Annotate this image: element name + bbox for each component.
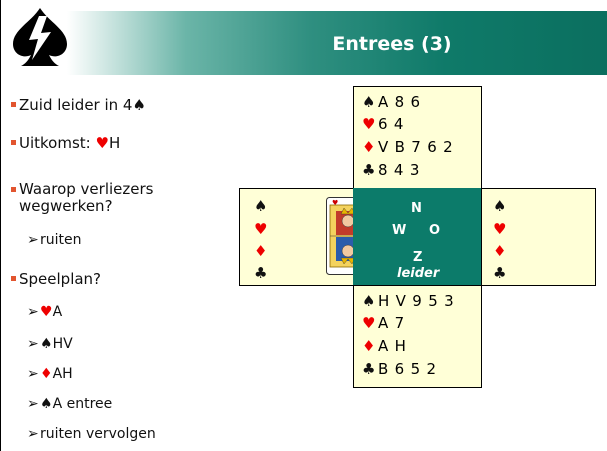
cards: 6 4: [378, 115, 405, 133]
bullet-marker-icon: [11, 187, 16, 192]
west-hand: ♠ ♥ ♦ ♣ ♥ ♥: [239, 188, 370, 286]
heart-icon: ♥: [493, 220, 508, 238]
west-clubs: ♣: [254, 264, 268, 282]
spade-icon: ♠: [493, 197, 508, 215]
bullet-marker-icon: [11, 140, 16, 145]
spade-icon: ♠: [40, 336, 53, 352]
club-icon: ♣: [362, 360, 377, 378]
heart-icon: ♥: [362, 314, 377, 332]
diamond-icon: ♦: [493, 242, 508, 260]
sub-text: AH: [52, 366, 73, 382]
spade-lightning-logo-icon: [13, 8, 67, 66]
diamond-icon: ♦: [40, 366, 53, 382]
bullet-marker-icon: [11, 276, 16, 281]
declarer-label: leider: [397, 266, 440, 281]
title-banner: Entrees (3): [67, 11, 607, 75]
club-icon: ♣: [493, 264, 508, 282]
cards: V B 7 6 2: [378, 138, 454, 156]
bullet-text: Zuid leider in 4: [19, 96, 133, 114]
arrow-bullet-icon: ➢: [27, 232, 39, 248]
bullet-discard: Waarop verliezers wegwerken?: [11, 180, 154, 215]
bullet-lead: Uitkomst: ♥H: [11, 134, 121, 152]
slide-title: Entrees (3): [332, 33, 452, 55]
heart-icon: ♥: [254, 220, 269, 238]
plan-step-1: ➢♥A: [27, 304, 62, 320]
sub-ruiten: ➢ruiten: [27, 232, 82, 248]
sub-text: ruiten: [40, 232, 82, 248]
west-spades: ♠: [254, 197, 268, 215]
spade-icon: ♠: [254, 197, 269, 215]
arrow-bullet-icon: ➢: [27, 304, 39, 320]
arrow-bullet-icon: ➢: [27, 426, 39, 442]
club-icon: ♣: [254, 264, 269, 282]
compass-table: N W O Z leider: [353, 188, 482, 286]
north-clubs: ♣8 4 3: [362, 161, 420, 179]
south-clubs: ♣B 6 5 2: [362, 360, 437, 378]
south-diamonds: ♦A H: [362, 337, 407, 355]
sub-text: HV: [52, 336, 73, 352]
cards: H V 9 5 3: [378, 292, 455, 310]
spade-icon: ♠: [362, 292, 377, 310]
bullet-text-suffix: H: [108, 134, 121, 152]
plan-step-4: ➢♠A entree: [27, 396, 112, 412]
east-clubs: ♣: [493, 264, 507, 282]
east-hand: ♠ ♥ ♦ ♣: [481, 188, 596, 286]
plan-step-2: ➢♠HV: [27, 336, 73, 352]
cards: A H: [378, 337, 407, 355]
south-spades: ♠H V 9 5 3: [362, 292, 454, 310]
diamond-icon: ♦: [362, 337, 377, 355]
bullet-contract: Zuid leider in 4♠: [11, 96, 146, 114]
east-spades: ♠: [493, 197, 507, 215]
spade-icon: ♠: [40, 396, 53, 412]
east-hearts: ♥: [493, 220, 507, 238]
south-hand: ♠H V 9 5 3 ♥A 7 ♦A H ♣B 6 5 2: [353, 285, 482, 388]
bullet-text: Uitkomst:: [19, 134, 96, 152]
bullet-marker-icon: [11, 102, 16, 107]
north-hearts: ♥6 4: [362, 115, 404, 133]
west-diamonds: ♦: [254, 242, 268, 260]
east-diamonds: ♦: [493, 242, 507, 260]
plan-step-3: ➢♦AH: [27, 366, 73, 382]
cards: A 7: [378, 314, 405, 332]
club-icon: ♣: [362, 161, 377, 179]
compass-south: Z: [413, 250, 423, 265]
north-diamonds: ♦V B 7 6 2: [362, 138, 453, 156]
arrow-bullet-icon: ➢: [27, 336, 39, 352]
sub-text: ruiten vervolgen: [40, 426, 156, 442]
north-spades: ♠A 8 6: [362, 93, 421, 111]
spade-icon: ♠: [362, 93, 377, 111]
plan-step-5: ➢ruiten vervolgen: [27, 426, 156, 442]
spade-icon: ♠: [132, 96, 146, 114]
sub-text: A: [52, 304, 63, 320]
cards: B 6 5 2: [378, 360, 437, 378]
diamond-icon: ♦: [362, 138, 377, 156]
compass-west: W: [392, 223, 407, 238]
bullet-plan: Speelplan?: [11, 270, 102, 288]
north-hand: ♠A 8 6 ♥6 4 ♦V B 7 6 2 ♣8 4 3: [353, 86, 482, 189]
diamond-icon: ♦: [254, 242, 269, 260]
bullet-text-line2: wegwerken?: [19, 197, 113, 215]
heart-icon: ♥: [40, 304, 53, 320]
compass-east: O: [429, 223, 441, 238]
compass-north: N: [411, 201, 422, 216]
sub-text: A entree: [52, 396, 113, 412]
heart-icon: ♥: [95, 134, 109, 152]
cards: 8 4 3: [378, 161, 421, 179]
cards: A 8 6: [378, 93, 421, 111]
bullet-text: Speelplan?: [19, 270, 102, 288]
heart-icon: ♥: [362, 115, 377, 133]
arrow-bullet-icon: ➢: [27, 366, 39, 382]
south-hearts: ♥A 7: [362, 314, 405, 332]
svg-text:♥: ♥: [332, 199, 338, 207]
bullet-text-line1: Waarop verliezers: [19, 180, 154, 198]
arrow-bullet-icon: ➢: [27, 396, 39, 412]
west-hearts: ♥: [254, 220, 268, 238]
